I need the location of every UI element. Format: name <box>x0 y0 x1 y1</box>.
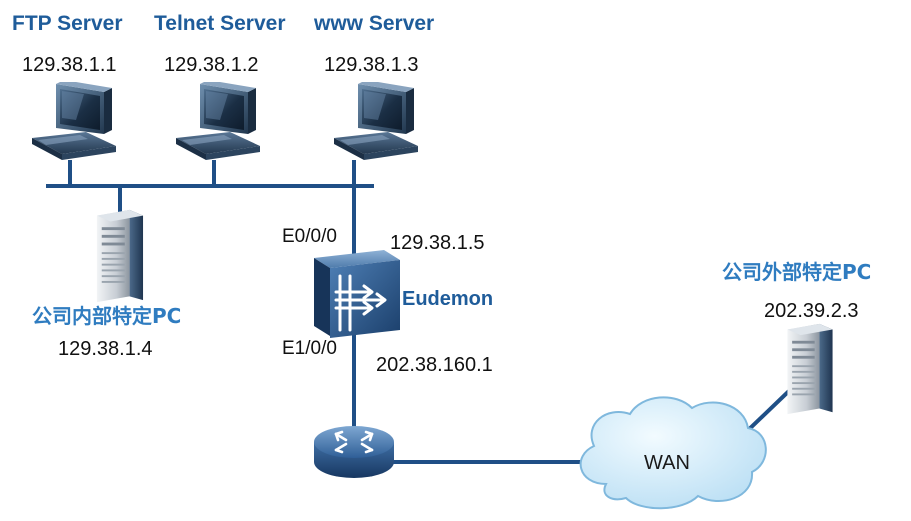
external-pc-name: 公司外部特定PC <box>722 260 872 284</box>
server-name-ftp: FTP Server <box>12 12 123 35</box>
firewall-upper-interface: E0/0/0 <box>282 226 337 247</box>
firewall-lower-ip: 202.38.160.1 <box>376 354 493 376</box>
tower-server-icon <box>787 323 833 415</box>
tower-server-icon <box>96 209 144 303</box>
server-ip-www: 129.38.1.3 <box>324 54 419 76</box>
internal-pc-ip: 129.38.1.4 <box>58 338 153 360</box>
desktop-computer-icon <box>32 82 116 160</box>
desktop-computer-icon <box>176 82 260 160</box>
network-links <box>46 160 792 464</box>
internal-pc-name: 公司内部特定PC <box>32 304 182 328</box>
external-pc-ip: 202.39.2.3 <box>764 300 859 322</box>
server-name-telnet: Telnet Server <box>154 12 286 35</box>
firewall-lower-interface: E1/0/0 <box>282 338 337 359</box>
firewall-upper-ip: 129.38.1.5 <box>390 232 485 254</box>
desktop-computer-icon <box>334 82 418 160</box>
server-name-www: www Server <box>314 12 435 35</box>
wan-label: WAN <box>644 452 690 474</box>
firewall-name: Eudemon <box>402 288 494 310</box>
server-ip-ftp: 129.38.1.1 <box>22 54 117 76</box>
router-icon <box>314 426 394 478</box>
cloud-icon <box>579 396 767 510</box>
firewall-icon <box>314 250 400 338</box>
server-ip-telnet: 129.38.1.2 <box>164 54 259 76</box>
